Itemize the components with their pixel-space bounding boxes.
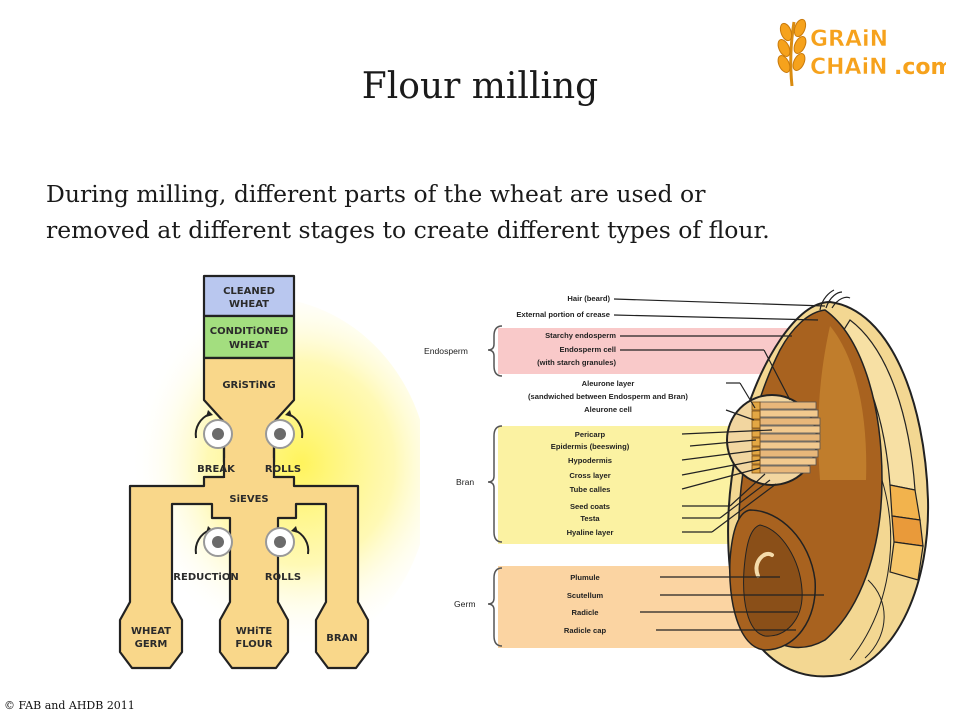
bran-label: BRAN <box>326 633 357 644</box>
wheat-grain-diagram: Endosperm Bran Germ <box>424 289 930 678</box>
reduction-roller <box>194 526 233 557</box>
label-endosperm-cell: Endosperm cell <box>559 345 616 354</box>
bran-group-label: Bran <box>456 477 474 487</box>
germ-group-label: Germ <box>454 599 475 609</box>
label-hyaline-layer: Hyaline layer <box>567 528 614 537</box>
label-plumule: Plumule <box>570 573 600 582</box>
cleaned-wheat-box <box>202 274 296 318</box>
logo-line-1: GRAiN <box>810 27 888 52</box>
copyright-notice: © FAB and AHDB 2011 <box>4 699 135 712</box>
rolls-top-label: ROLLS <box>265 464 301 475</box>
grain-chain-logo: GRAiN CHAiN .com <box>777 18 946 87</box>
rolls-top-roller <box>265 410 304 449</box>
endosperm-group-label: Endosperm <box>424 346 468 356</box>
label-seed-coats: Seed coats <box>570 502 610 511</box>
label-hair-beard: Hair (beard) <box>567 294 610 303</box>
wheat-germ-label-2: GERM <box>135 639 168 650</box>
label-aleurone-cell: Aleurone cell <box>584 405 632 414</box>
conditioned-wheat-label-2: WHEAT <box>229 340 269 351</box>
label-radicle-cap: Radicle cap <box>564 626 607 635</box>
wheat-ear-icon <box>777 18 807 87</box>
gristing-label: GRiSTiNG <box>222 380 275 391</box>
label-external-crease: External portion of crease <box>516 310 610 319</box>
reduction-label: REDUCTiON <box>173 572 238 583</box>
bran-brace <box>487 425 503 543</box>
label-cross-layer: Cross layer <box>569 471 610 480</box>
grain-cross-section <box>726 289 930 678</box>
cleaned-wheat-label-1: CLEANED <box>223 286 275 297</box>
label-starch-granules: (with starch granules) <box>537 358 616 367</box>
label-epidermis: Epidermis (beeswing) <box>551 442 630 451</box>
wheat-germ-label-1: WHEAT <box>131 626 171 637</box>
white-flour-label-2: FLOUR <box>235 639 272 650</box>
intro-line-1: During milling, different parts of the w… <box>46 180 706 208</box>
label-starchy-endosperm: Starchy endosperm <box>545 331 616 340</box>
slide-title: Flour milling <box>361 66 599 107</box>
label-tube-calles: Tube calles <box>570 485 611 494</box>
milling-diagram: CLEANED WHEAT CONDITiONED WHEAT GRiSTiNG… <box>100 274 420 670</box>
sieves-label: SiEVES <box>229 494 268 505</box>
label-aleurone-layer: Aleurone layer <box>582 379 635 388</box>
logo-line-2: CHAiN <box>810 55 888 80</box>
break-label: BREAK <box>197 464 236 475</box>
intro-line-2: removed at different stages to create di… <box>46 216 770 244</box>
label-scutellum: Scutellum <box>567 591 604 600</box>
conditioned-wheat-box <box>202 314 296 360</box>
germ-brace <box>487 567 503 647</box>
rolls-bottom-roller <box>265 526 310 557</box>
white-flour-label-1: WHiTE <box>236 626 273 637</box>
break-roller <box>194 410 233 449</box>
rolls-bottom-label: ROLLS <box>265 572 301 583</box>
label-aleurone-sandwiched: (sandwiched between Endosperm and Bran) <box>528 392 688 401</box>
cleaned-wheat-label-2: WHEAT <box>229 299 269 310</box>
label-testa: Testa <box>580 514 600 523</box>
label-hypodermis: Hypodermis <box>568 456 612 465</box>
sieves-manifold <box>118 475 370 670</box>
label-pericarp: Pericarp <box>575 430 606 439</box>
endosperm-brace <box>487 325 503 377</box>
logo-suffix: .com <box>894 55 946 80</box>
label-radicle: Radicle <box>571 608 598 617</box>
intro-text: During milling, different parts of the w… <box>46 176 926 248</box>
conditioned-wheat-label-1: CONDITiONED <box>210 326 288 337</box>
